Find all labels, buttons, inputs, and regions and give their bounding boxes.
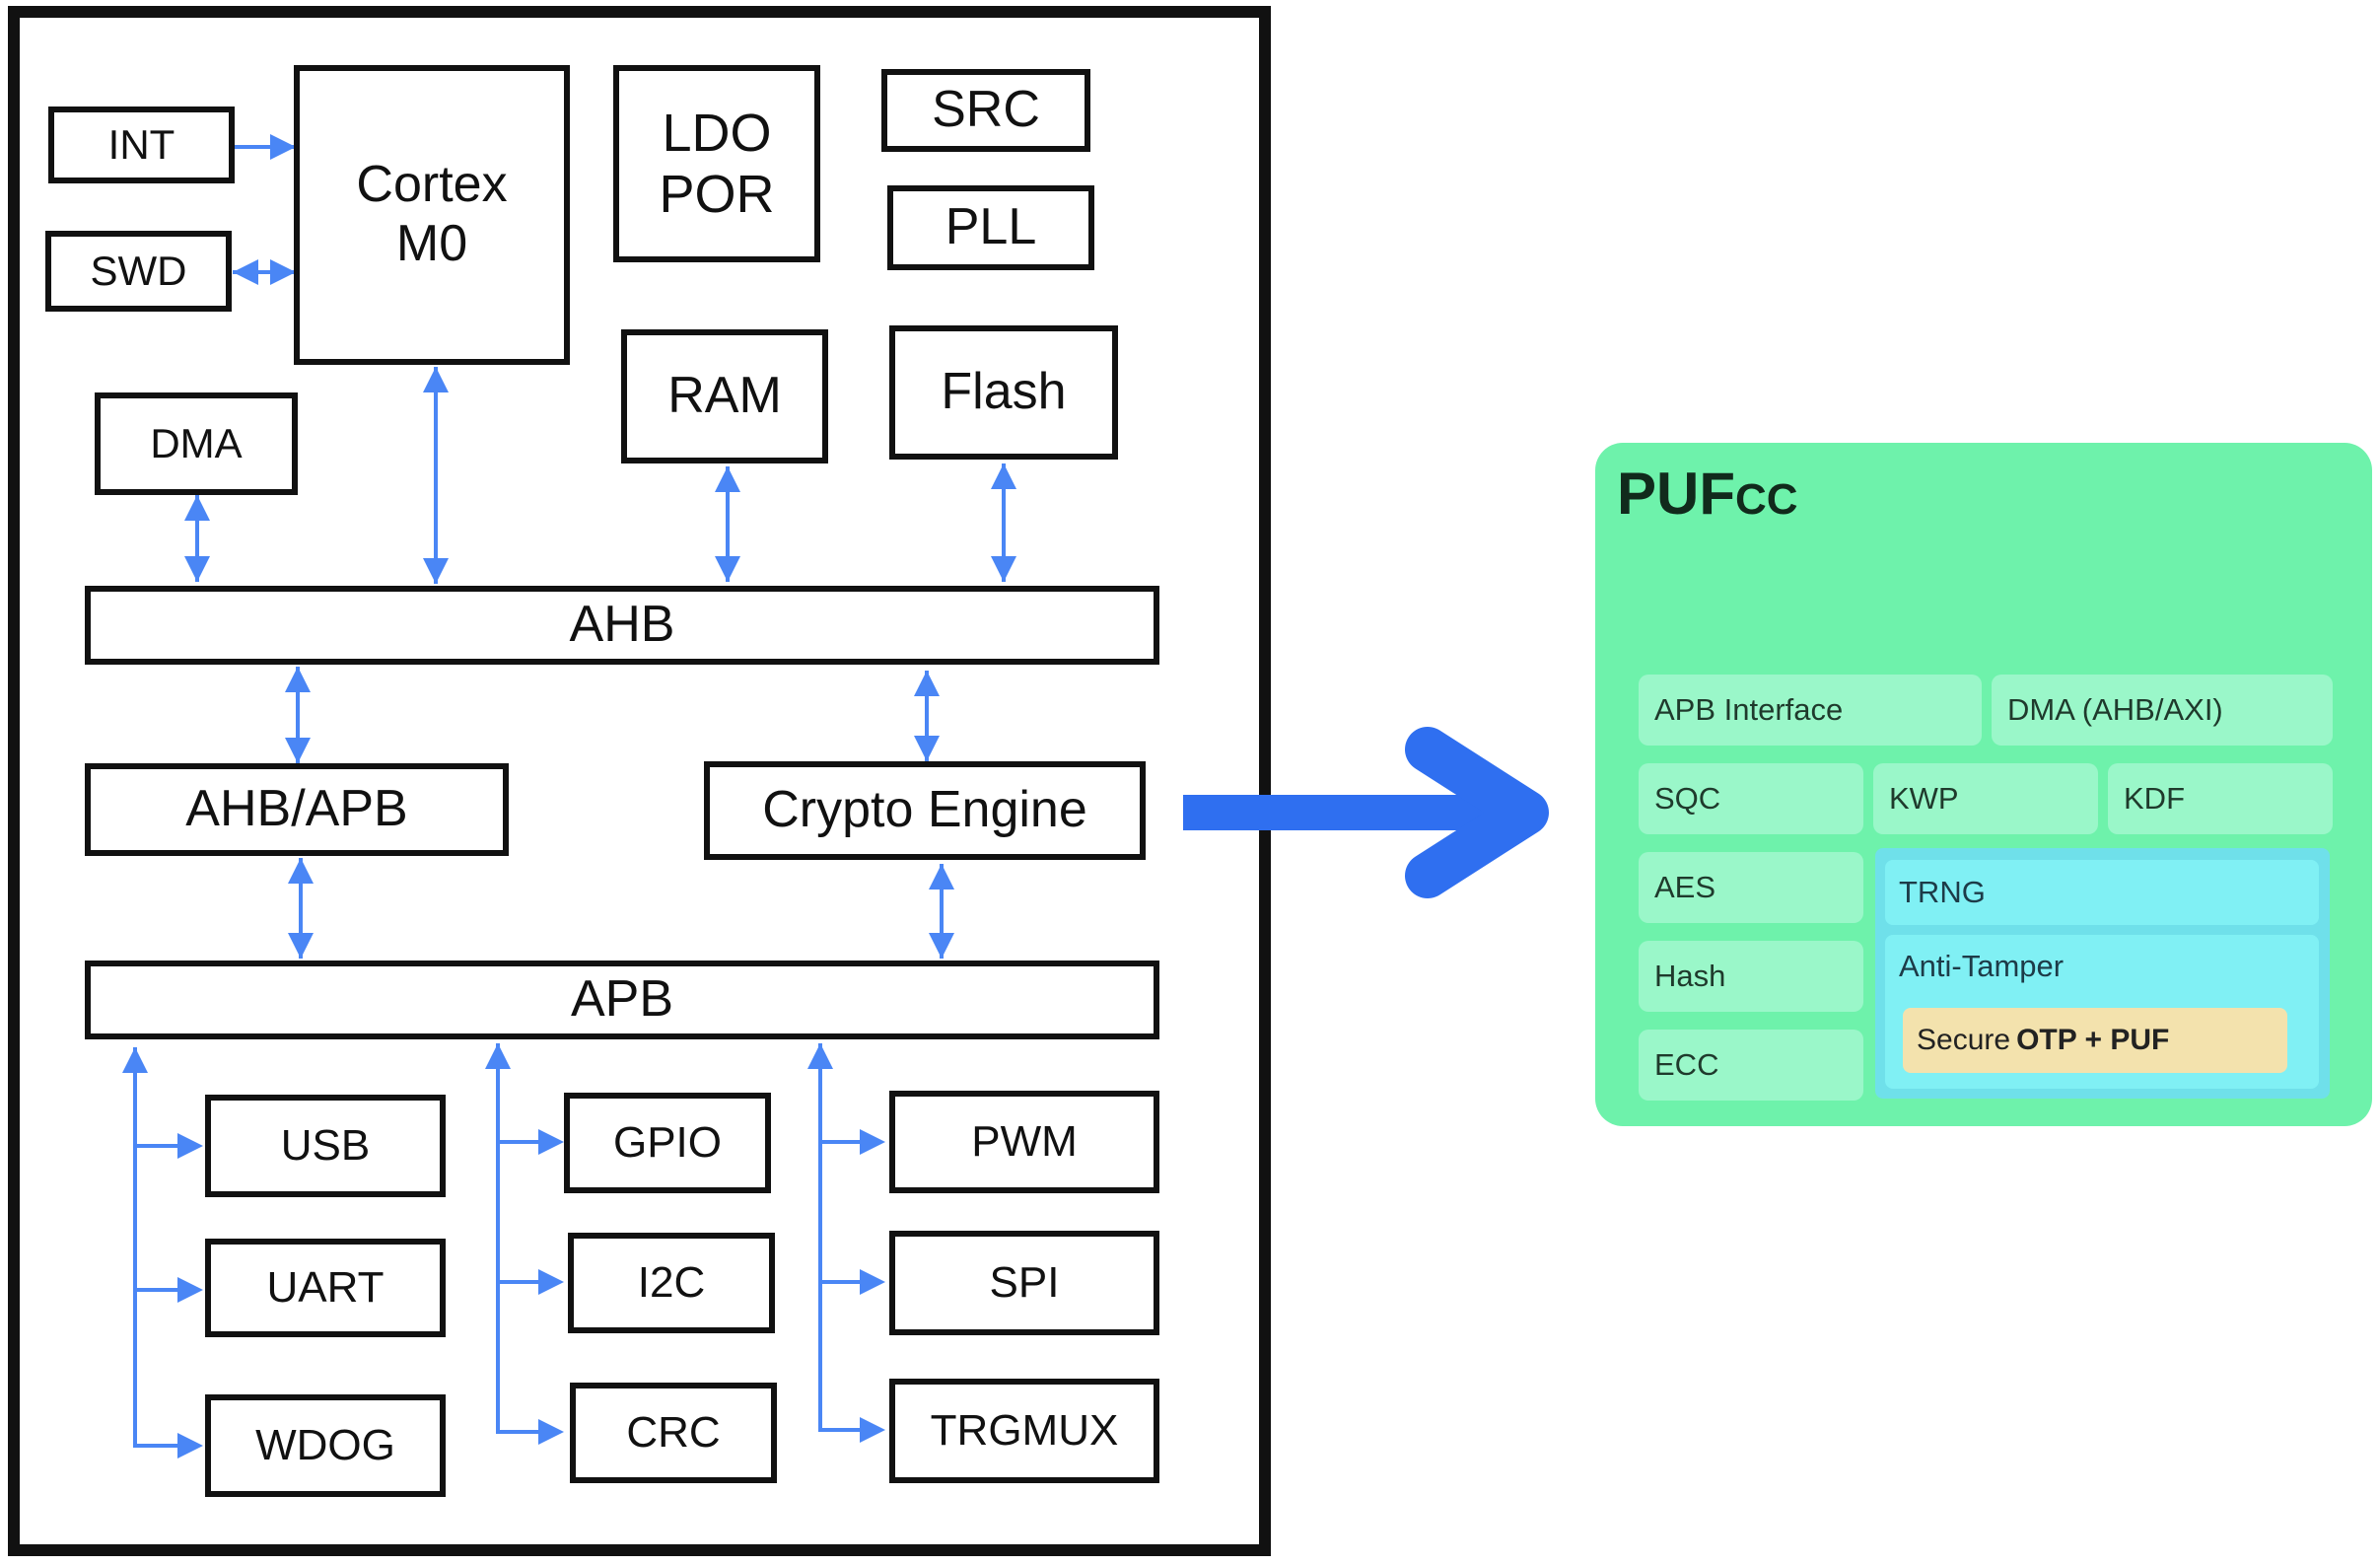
dma-ahb-axi-label: DMA (AHB/AXI) [2007,692,2223,727]
ahb-apb-label: AHB/APB [185,780,408,838]
int-block: INT [48,107,235,183]
pufcc-title: PUFCC [1617,460,1798,528]
int-label: INT [107,120,175,168]
pll-block: PLL [887,185,1094,270]
spi-label: SPI [989,1257,1060,1307]
apb-mid-branch [496,1043,558,1434]
kwp-label: KWP [1889,781,1959,816]
uart-block: UART [205,1239,446,1337]
ram-block: RAM [621,329,828,463]
gpio-label: GPIO [612,1117,723,1167]
apb-interface-box: APB Interface [1639,675,1982,746]
pwm-label: PWM [971,1116,1078,1166]
ldo-por-block: LDO POR [613,65,820,262]
ahb-bus: AHB [85,586,1159,665]
hash-label: Hash [1654,959,1726,993]
crc-label: CRC [626,1407,721,1457]
dma-block: DMA [95,392,298,495]
trgmux-label: TRGMUX [930,1405,1119,1455]
cortex-label-line1: Cortex [356,156,508,214]
dma-ahb-axi-box: DMA (AHB/AXI) [1992,675,2333,746]
sqc-label: SQC [1654,781,1721,816]
big-right-arrow [1183,727,1549,898]
apb-interface-label: APB Interface [1654,692,1844,727]
swd-label: SWD [90,247,187,294]
crc-block: CRC [570,1383,777,1483]
dma-label: DMA [150,419,243,466]
aes-box: AES [1639,852,1863,923]
trgmux-block: TRGMUX [889,1379,1159,1483]
flash-label: Flash [941,363,1067,421]
kdf-label: KDF [2124,781,2185,816]
ahb-apb-bridge: AHB/APB [85,763,509,856]
trng-label: TRNG [1899,875,1986,909]
wdog-label: WDOG [255,1420,395,1469]
ldo-label: LDO [662,103,772,163]
i2c-block: I2C [568,1233,775,1333]
hash-box: Hash [1639,941,1863,1012]
swd-block: SWD [45,231,232,312]
ecc-box: ECC [1639,1030,1863,1101]
crypto-label: Crypto Engine [762,781,1087,839]
flash-block: Flash [889,325,1118,460]
wdog-block: WDOG [205,1394,446,1497]
secure-otp-puf-box: Secure OTP + PUF [1903,1008,2287,1073]
i2c-label: I2C [637,1257,706,1307]
chip-frame [8,6,1271,1556]
apb-label: APB [570,970,674,1029]
crypto-engine-block: Crypto Engine [704,761,1146,860]
apb-right-branch [818,1043,879,1432]
uart-label: UART [266,1262,385,1312]
src-label: SRC [932,81,1040,139]
cortex-label-line2: M0 [395,215,468,272]
pufcc-title-sub: CC [1735,475,1798,524]
sqc-box: SQC [1639,763,1863,834]
ram-label: RAM [667,367,782,425]
ahb-label: AHB [569,596,675,654]
kdf-box: KDF [2108,763,2333,834]
kwp-box: KWP [1873,763,2098,834]
por-label: POR [659,165,775,224]
src-block: SRC [881,69,1090,152]
gpio-block: GPIO [564,1093,771,1193]
ecc-label: ECC [1654,1047,1719,1082]
aes-label: AES [1654,870,1716,904]
otp-prefix-label: Secure [1917,1024,2011,1056]
anti-tamper-label: Anti-Tamper [1899,949,2065,983]
pll-label: PLL [945,198,1037,256]
pufcc-title-main: PUF [1617,461,1735,527]
spi-block: SPI [889,1231,1159,1335]
pwm-block: PWM [889,1091,1159,1193]
trng-box: TRNG [1885,860,2319,925]
usb-label: USB [280,1120,371,1170]
apb-left-branch [133,1047,197,1448]
cortex-m0-block: Cortex M0 [294,65,570,365]
otp-bold-label: OTP + PUF [2016,1024,2170,1056]
usb-block: USB [205,1095,446,1197]
apb-bus: APB [85,961,1159,1039]
